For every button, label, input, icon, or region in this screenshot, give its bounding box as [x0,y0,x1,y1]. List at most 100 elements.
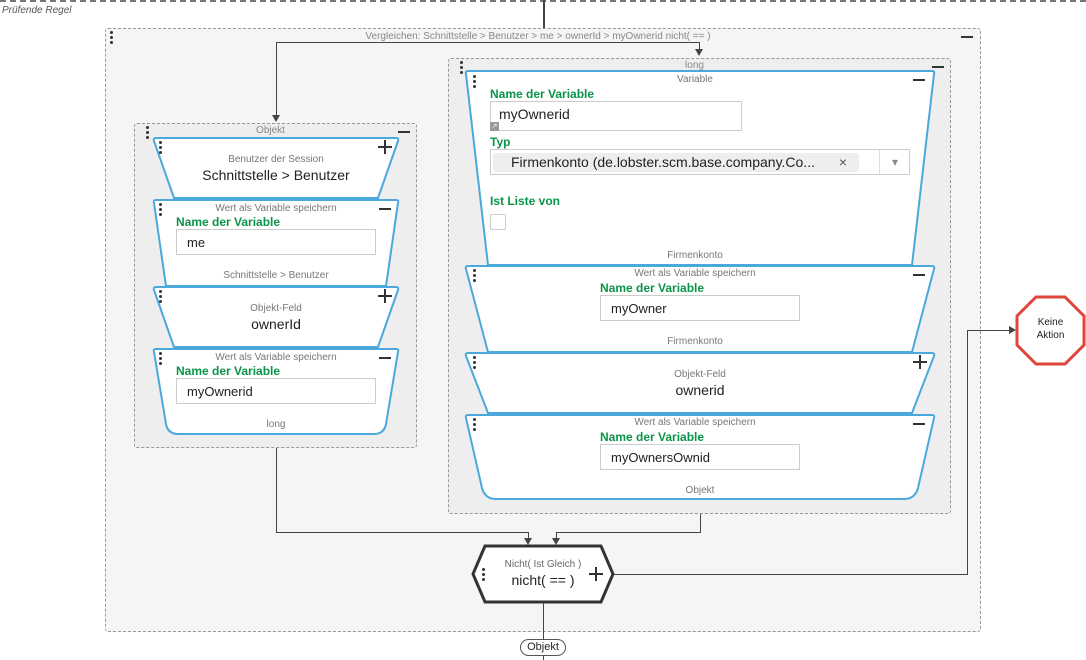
variable-name-label: Name der Variable [176,364,281,378]
save-variable-card[interactable]: Wert als Variable speichern Name der Var… [464,265,936,353]
variable-name-input[interactable]: myOwner [600,295,800,321]
card-type-label: Wert als Variable speichern [634,268,756,279]
collapse-icon[interactable] [913,79,925,81]
connector-line [543,603,544,639]
comparison-node[interactable]: Nicht( Ist Gleich ) nicht( == ) [471,544,615,604]
session-user-card[interactable]: Benutzer der Session Schnittstelle > Ben… [152,137,400,199]
card-type-label: Variable [677,74,713,85]
save-variable-card[interactable]: Wert als Variable speichern Name der Var… [152,199,400,287]
collapse-icon[interactable] [398,131,410,133]
save-variable-card[interactable]: Wert als Variable speichern Name der Var… [464,414,936,500]
drag-handle-icon[interactable] [159,290,162,303]
add-icon[interactable] [378,140,392,154]
drag-handle-icon[interactable] [460,61,463,74]
connector-line [528,532,529,539]
connector-line [614,574,968,575]
octagon-shape [1015,295,1086,366]
save-variable-card[interactable]: Wert als Variable speichern Name der Var… [152,348,400,435]
drag-handle-icon[interactable] [473,356,476,369]
list-of-label: Ist Liste von [490,194,561,208]
drag-handle-icon[interactable] [482,568,485,581]
variable-name-input[interactable]: me [176,229,376,255]
card-value: ownerid [675,382,725,398]
no-action-node[interactable]: Keine Aktion [1015,295,1086,366]
action-label-line2: Aktion [1036,330,1065,341]
card-shape [464,352,936,414]
card-type-label: Wert als Variable speichern [215,352,337,363]
connector-line [700,514,701,532]
arrow-down-icon [524,538,532,545]
connector-line [556,532,557,539]
comparison-type-label: Nicht( Ist Gleich ) [504,559,582,570]
connector-line [276,42,277,115]
collapse-icon[interactable] [379,208,391,210]
variable-name-label: Name der Variable [600,430,705,444]
connector-line [967,330,1010,331]
chevron-down-icon[interactable]: ▾ [891,155,899,169]
add-icon[interactable] [378,289,392,303]
variable-name-input[interactable]: myOwnerid [176,378,376,404]
type-chip-label: Firmenkonto (de.lobster.scm.base.company… [511,154,815,170]
outer-group-title: Vergleichen: Schnittstelle > Benutzer > … [365,31,711,42]
card-output-label: Objekt [685,485,715,496]
section-label: Prüfende Regel [2,5,72,16]
connector-line [276,532,529,533]
card-value: Schnittstelle > Benutzer [202,167,350,183]
list-of-checkbox[interactable] [490,214,506,230]
expand-editor-icon[interactable]: ↗ [490,122,499,131]
type-label: Typ [490,135,511,149]
drag-handle-icon[interactable] [159,352,162,365]
add-icon[interactable] [589,567,603,581]
select-divider [879,150,880,174]
collapse-icon[interactable] [961,36,973,38]
variable-name-label: Name der Variable [490,87,595,101]
arrow-down-icon [272,115,280,122]
card-shape [152,286,400,348]
comparison-operator: nicht( == ) [511,572,575,588]
variable-name-label: Name der Variable [176,215,281,229]
remove-chip-icon[interactable]: × [838,154,848,170]
action-label-line1: Keine [1037,317,1064,328]
drag-handle-icon[interactable] [146,126,149,139]
variable-card[interactable]: Variable Name der Variable myOwnerid ↗ T… [464,70,936,266]
output-type-badge: Objekt [520,639,566,656]
connector-line [543,655,544,660]
collapse-icon[interactable] [913,274,925,276]
card-output-label: Schnittstelle > Benutzer [223,270,329,281]
card-type-label: Wert als Variable speichern [215,203,337,214]
connector-line [543,0,545,28]
drag-handle-icon[interactable] [473,418,476,431]
type-chip: Firmenkonto (de.lobster.scm.base.company… [493,153,859,172]
card-type-label: Objekt-Feld [674,369,726,380]
card-shape [152,137,400,199]
card-output-label: Firmenkonto [667,336,723,347]
connector-line [276,448,277,532]
right-group-title: long [685,60,704,71]
connector-line [276,42,700,43]
card-value: ownerId [251,316,301,332]
drag-handle-icon[interactable] [473,75,476,88]
collapse-icon[interactable] [379,357,391,359]
variable-name-label: Name der Variable [600,281,705,295]
drag-handle-icon[interactable] [473,269,476,282]
drag-handle-icon[interactable] [159,203,162,216]
left-group-title: Objekt [256,125,285,136]
variable-name-input[interactable]: myOwnersOwnid [600,444,800,470]
add-icon[interactable] [913,355,927,369]
arrow-down-icon [552,538,560,545]
object-field-card[interactable]: Objekt-Feld ownerid [464,352,936,414]
variable-name-textarea[interactable]: myOwnerid [490,101,742,131]
arrow-right-icon [1009,326,1016,334]
collapse-icon[interactable] [932,66,944,68]
card-type-label: Benutzer der Session [228,154,324,165]
collapse-icon[interactable] [913,423,925,425]
drag-handle-icon[interactable] [159,141,162,154]
arrow-down-icon [695,49,703,56]
object-field-card[interactable]: Objekt-Feld ownerId [152,286,400,348]
connector-line [967,330,968,575]
connector-line [556,532,701,533]
card-type-label: Objekt-Feld [250,303,302,314]
type-select[interactable]: Firmenkonto (de.lobster.scm.base.company… [490,149,910,175]
card-output-label: Firmenkonto [667,250,723,261]
drag-handle-icon[interactable] [110,31,113,44]
